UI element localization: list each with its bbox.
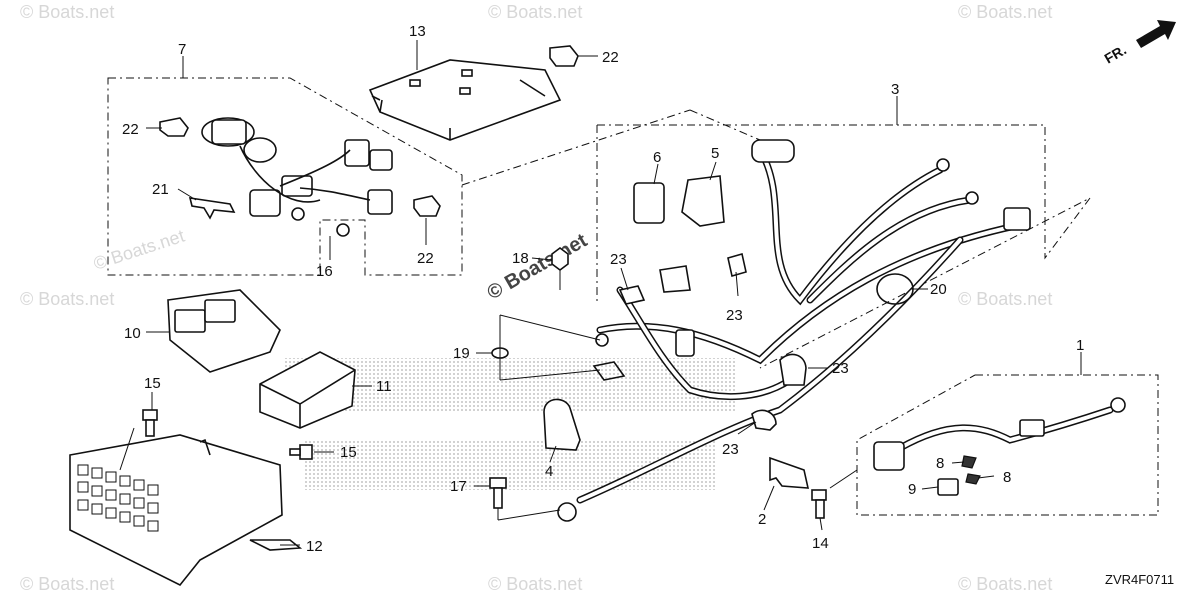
watermark: © Boats.net <box>20 289 114 309</box>
callout-12: 12 <box>306 538 323 555</box>
callout-22a: 22 <box>122 121 139 138</box>
fr-label: FR. <box>1102 41 1130 66</box>
honda-marine-logo <box>285 358 735 490</box>
part-15-bolt <box>289 444 313 460</box>
callout-16: 16 <box>316 263 333 280</box>
callout-8a: 8 <box>936 455 944 472</box>
part-20-band <box>876 273 914 305</box>
callout-22b: 22 <box>417 250 434 267</box>
callout-18: 18 <box>512 250 529 267</box>
part-23-clip <box>727 252 747 278</box>
figure-code: ZVR4F0711 <box>1105 572 1174 587</box>
callout-6: 6 <box>653 149 661 166</box>
callout-23d: 23 <box>722 441 739 458</box>
part-7-assembly <box>107 56 463 276</box>
callout-22c: 22 <box>602 49 619 66</box>
callout-4: 4 <box>545 463 553 480</box>
watermark-center: © Boats.net <box>484 229 592 304</box>
part-13-bracket <box>368 59 562 141</box>
callout-7: 7 <box>178 41 186 58</box>
watermark: © Boats.net <box>20 2 114 22</box>
callout-15b: 15 <box>340 444 357 461</box>
part-8-terminal <box>965 473 981 485</box>
callout-23b: 23 <box>726 307 743 324</box>
callout-17: 17 <box>450 478 467 495</box>
callout-8b: 8 <box>1003 469 1011 486</box>
callout-2: 2 <box>758 511 766 528</box>
part-22-clip <box>549 45 579 67</box>
part-8-terminal <box>961 455 977 469</box>
part-2-bracket <box>769 456 810 489</box>
part-12-tray <box>69 434 303 587</box>
callouts: 1 2 3 4 5 6 7 8 8 9 10 11 12 13 14 15 15… <box>122 23 1084 555</box>
part-4-terminal-cover <box>543 361 626 451</box>
part-15-bolt <box>142 409 158 437</box>
part-22-clip <box>413 195 441 217</box>
callout-20: 20 <box>930 281 947 298</box>
part-23-clip <box>779 353 807 386</box>
part-1-harness <box>856 352 1159 516</box>
callout-9: 9 <box>908 481 916 498</box>
part-17-bolt <box>489 477 507 509</box>
part-5-cap <box>681 175 725 227</box>
callout-15a: 15 <box>144 375 161 392</box>
callout-11: 11 <box>376 378 392 395</box>
callout-5: 5 <box>711 145 719 162</box>
part-14-bolt <box>811 489 827 519</box>
watermark: © Boats.net <box>91 226 187 274</box>
part-18-nut <box>551 247 569 271</box>
watermark: © Boats.net <box>20 574 114 594</box>
callout-10: 10 <box>124 325 141 342</box>
callout-1: 1 <box>1076 337 1084 354</box>
watermark: © Boats.net <box>488 2 582 22</box>
callout-23c: 23 <box>832 360 849 377</box>
watermark: © Boats.net <box>958 2 1052 22</box>
part-21-clip <box>188 197 236 220</box>
callout-13: 13 <box>409 23 426 40</box>
part-22-clip <box>159 117 189 137</box>
part-16-bolt <box>329 223 350 245</box>
part-23-clip <box>618 285 646 305</box>
callout-3: 3 <box>891 81 899 98</box>
part-11-fuse-box <box>259 351 356 429</box>
watermark: © Boats.net <box>958 289 1052 309</box>
watermark: © Boats.net <box>488 574 582 594</box>
watermark: © Boats.net <box>958 574 1052 594</box>
part-9-connector <box>937 478 959 496</box>
callout-21: 21 <box>152 181 169 198</box>
callout-23a: 23 <box>610 251 627 268</box>
callout-14: 14 <box>812 535 829 552</box>
part-6-cap <box>633 182 665 224</box>
front-direction-arrow: FR. <box>1102 20 1176 67</box>
part-10-relay-box <box>167 289 281 373</box>
callout-19: 19 <box>453 345 470 362</box>
part-3-harness-assembly <box>461 96 1091 522</box>
part-23-clip <box>751 409 777 431</box>
leader-lines <box>119 40 995 546</box>
